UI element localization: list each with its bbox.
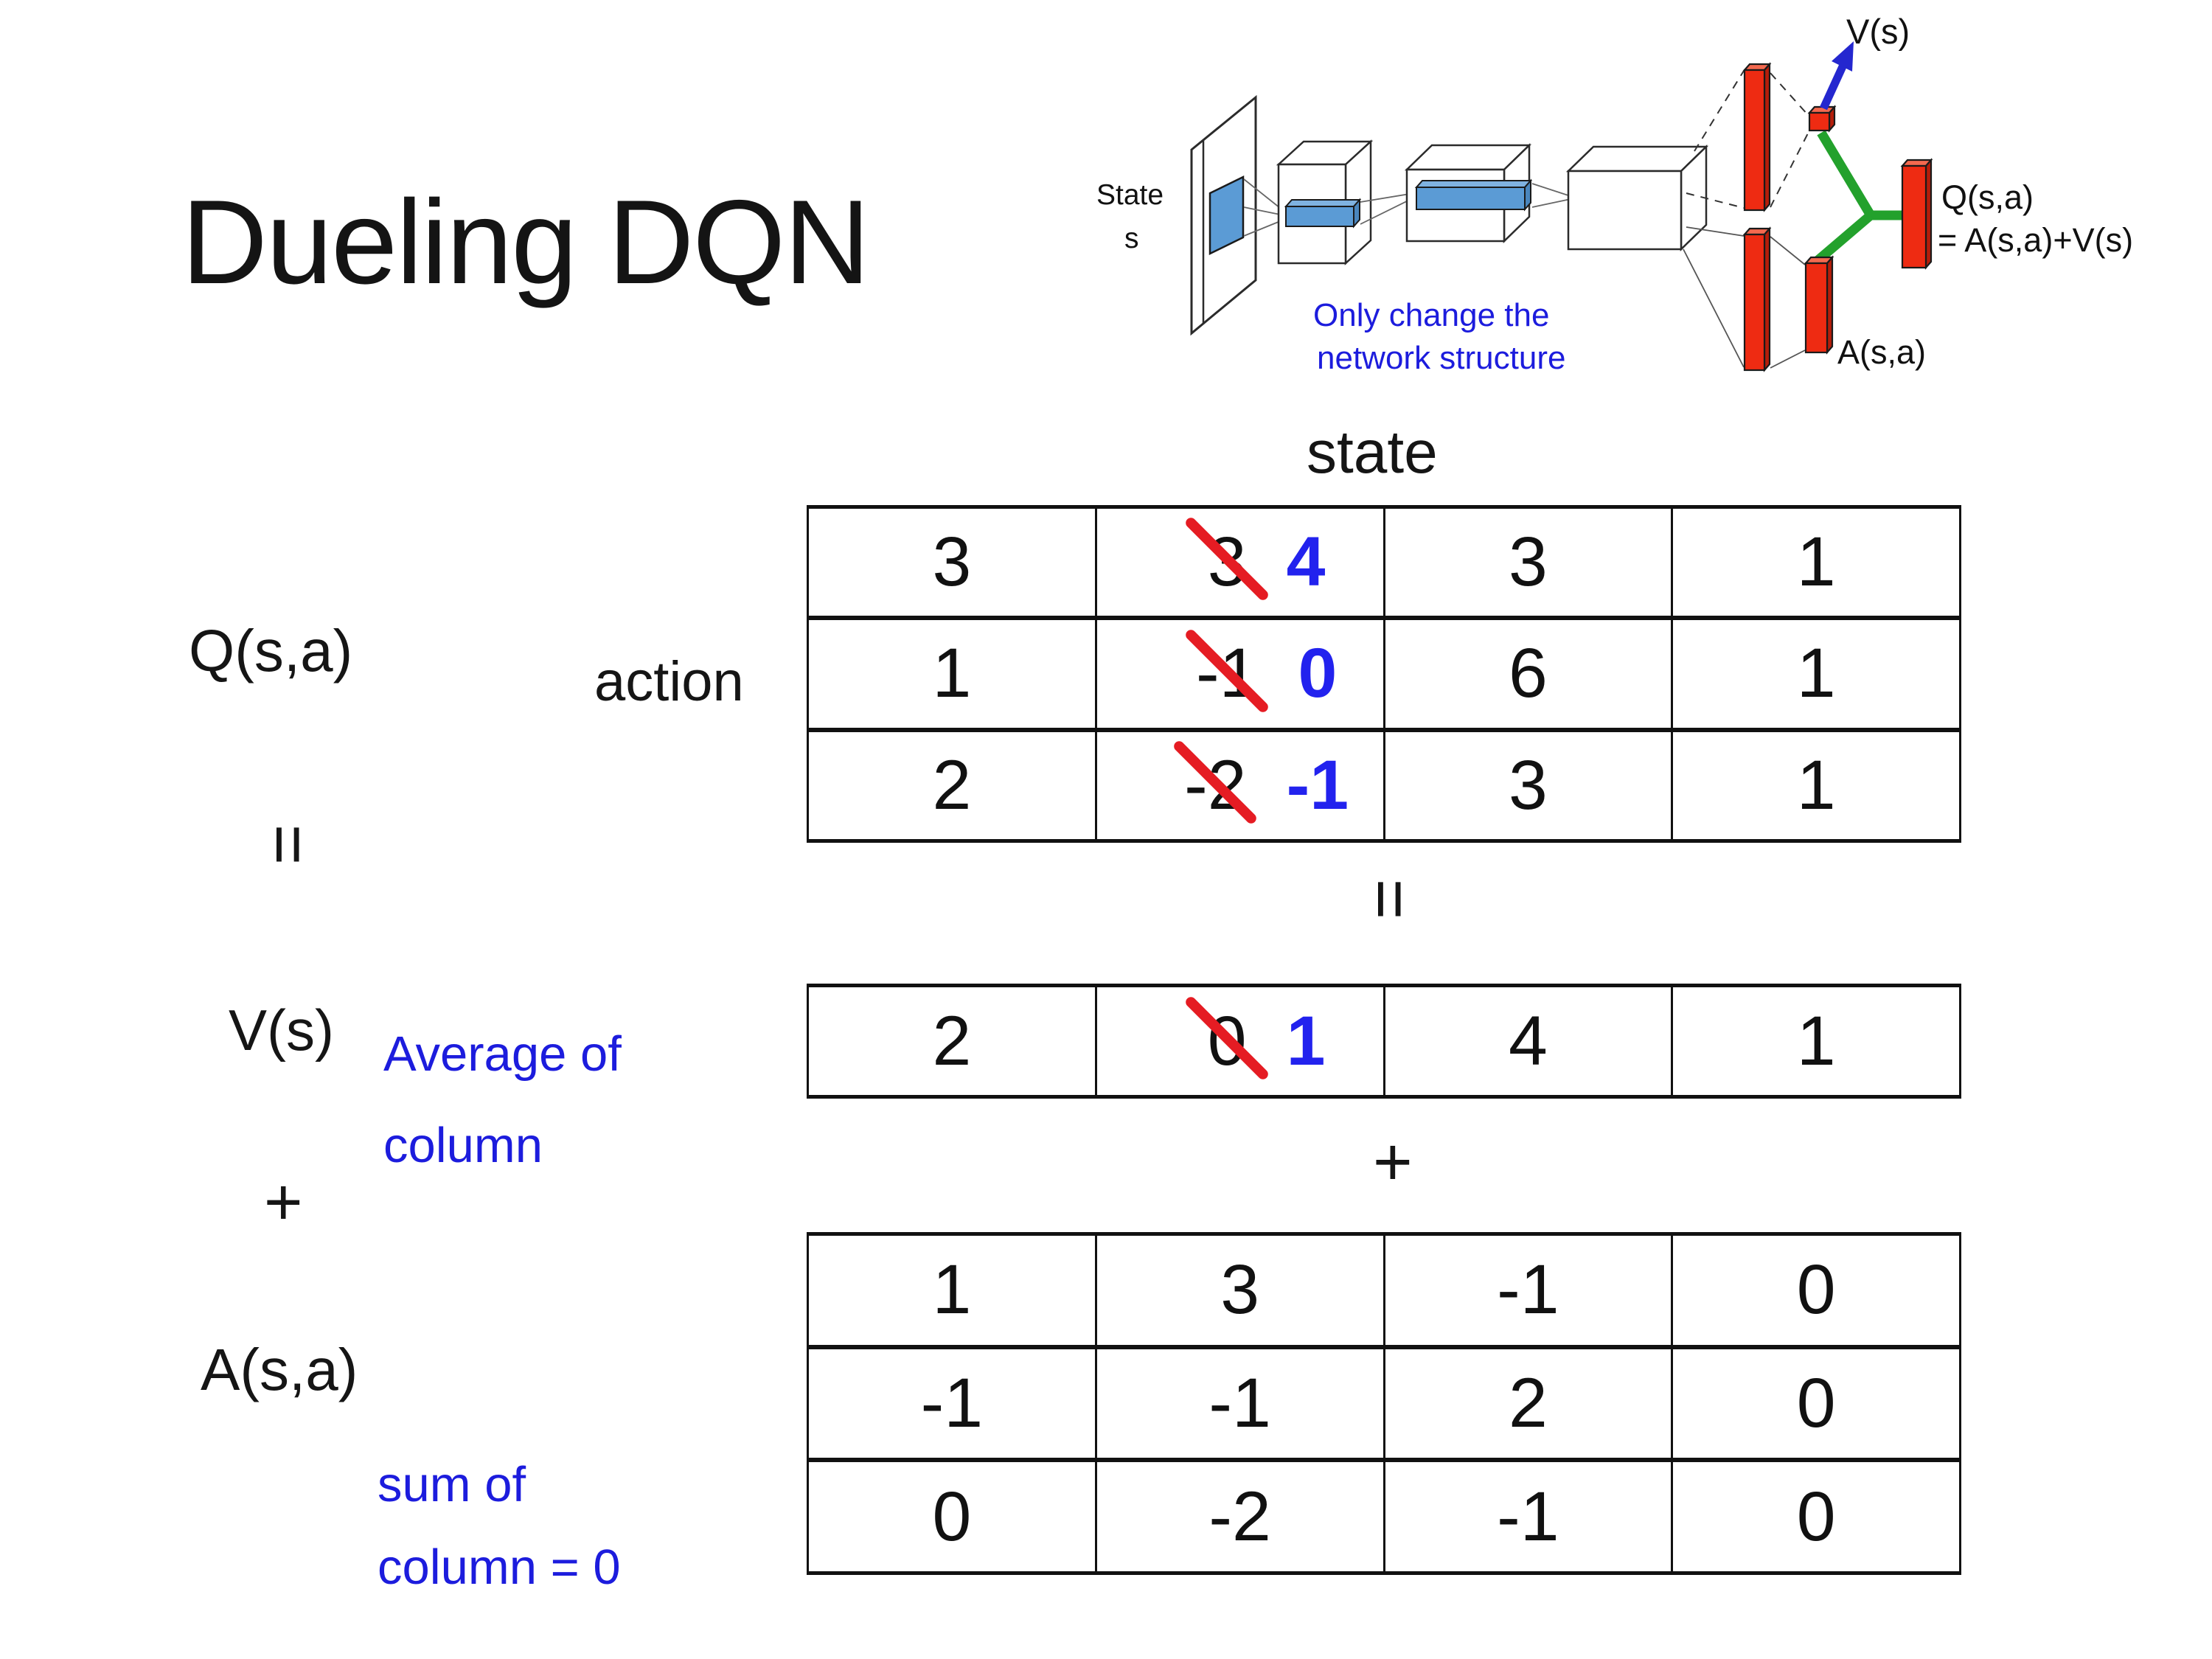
- slide-title: Dueling DQN: [181, 175, 870, 309]
- table-cell: -1: [1385, 1236, 1674, 1345]
- v-output-label: V(s): [1846, 12, 1910, 51]
- equals-sign-left: =: [249, 824, 328, 866]
- action-axis-label: action: [594, 650, 744, 713]
- fc-box: [1565, 145, 1709, 251]
- q-output-label-line1: Q(s,a): [1941, 178, 2034, 216]
- fan-lines-2: [1360, 192, 1415, 225]
- table-cell: 1: [1796, 523, 1836, 602]
- table-cell: 4: [1385, 987, 1674, 1095]
- table-cell: 01: [1097, 987, 1385, 1095]
- table-cell: 34: [1097, 509, 1385, 616]
- a-term-label: A(s,a): [201, 1337, 358, 1402]
- table-cell: 3: [809, 509, 1097, 616]
- v-output-arrow: [1819, 41, 1854, 111]
- average-note-line1: Average of: [383, 1026, 622, 1082]
- sum-note-line2: column = 0: [378, 1539, 621, 1595]
- sum-of-column-note: sum of column = 0: [378, 1444, 621, 1609]
- table-row: 3343 1: [809, 509, 1959, 621]
- table-cell: 0: [1796, 1251, 1836, 1329]
- conv-feature-2: [1284, 198, 1362, 229]
- table-row: 20141: [809, 987, 1959, 1095]
- table-cell: 3: [1385, 731, 1674, 839]
- table-cell: -2: [1097, 1462, 1385, 1572]
- table-cell: 1: [809, 620, 1097, 728]
- fan-lines-3: [1531, 183, 1571, 208]
- conv-feature-1: [1208, 175, 1245, 256]
- replacement-value: -1: [1286, 745, 1349, 824]
- table-cell: 2: [1385, 1349, 1674, 1458]
- table-cell: 1: [1796, 634, 1836, 713]
- table-cell: -1: [1385, 1462, 1674, 1572]
- table-cell: 1: [809, 1236, 1097, 1345]
- table-cell: 0: [1796, 1477, 1836, 1556]
- a-vector-bar: [1804, 255, 1834, 355]
- table-cell: 6: [1385, 620, 1674, 728]
- table-cell: -1: [809, 1349, 1097, 1458]
- table-cell: 1: [1796, 1001, 1836, 1080]
- a-output-label: A(s,a): [1837, 333, 1926, 371]
- v-scalar-node: [1807, 105, 1837, 133]
- average-note-line2: column: [383, 1117, 543, 1173]
- q-term-label: Q(s,a): [189, 618, 353, 684]
- replacement-value: 1: [1286, 1001, 1326, 1080]
- a-stream-hidden-bar: [1742, 226, 1772, 372]
- equals-sign-between-tables: =: [1351, 878, 1430, 920]
- state-axis-label: state: [1307, 419, 1438, 486]
- average-of-column-note: Average of column: [383, 1009, 622, 1192]
- table-cell: 3: [1097, 1236, 1385, 1345]
- replacement-value: 0: [1298, 634, 1338, 713]
- table-cell: -2-1: [1097, 731, 1385, 839]
- v-stream-hidden-bar: [1742, 62, 1772, 212]
- network-note-line2: network structure: [1317, 340, 1565, 376]
- plus-sign-left: +: [264, 1166, 303, 1239]
- network-diagram: State s V(s) Q(s,a) = A(s,a)+V(s) A(s,a)…: [1096, 12, 2133, 376]
- table-cell: -10: [1097, 620, 1385, 728]
- diagram-state-label-line2: s: [1124, 223, 1139, 254]
- table-cell: 1: [1796, 745, 1836, 824]
- combine-connector: [1812, 130, 1904, 266]
- q-output-bar: [1900, 158, 1933, 270]
- conv-feature-3: [1414, 178, 1533, 212]
- table-row: 2-2-13 1: [809, 731, 1959, 839]
- sum-note-line1: sum of: [378, 1457, 526, 1512]
- table-cell: 0: [809, 1462, 1097, 1572]
- table-cell: -1: [1097, 1349, 1385, 1458]
- table-cell: 2: [809, 731, 1097, 839]
- plus-sign-between-tables: +: [1373, 1124, 1413, 1200]
- a-stream-lines: [1683, 226, 1806, 369]
- table-cell: 2: [809, 987, 1097, 1095]
- v-table: 20141: [807, 984, 1961, 1099]
- table-cell: 3: [1385, 509, 1674, 616]
- diagram-state-label-line1: State: [1096, 179, 1164, 211]
- v-term-label: V(s): [229, 998, 334, 1062]
- network-note-line1: Only change the: [1313, 297, 1549, 333]
- replacement-value: 4: [1286, 523, 1326, 602]
- q-output-label-line2: = A(s,a)+V(s): [1938, 221, 2133, 259]
- v-stream-dashed-lines: [1686, 70, 1812, 209]
- table-cell: 0: [1796, 1364, 1836, 1442]
